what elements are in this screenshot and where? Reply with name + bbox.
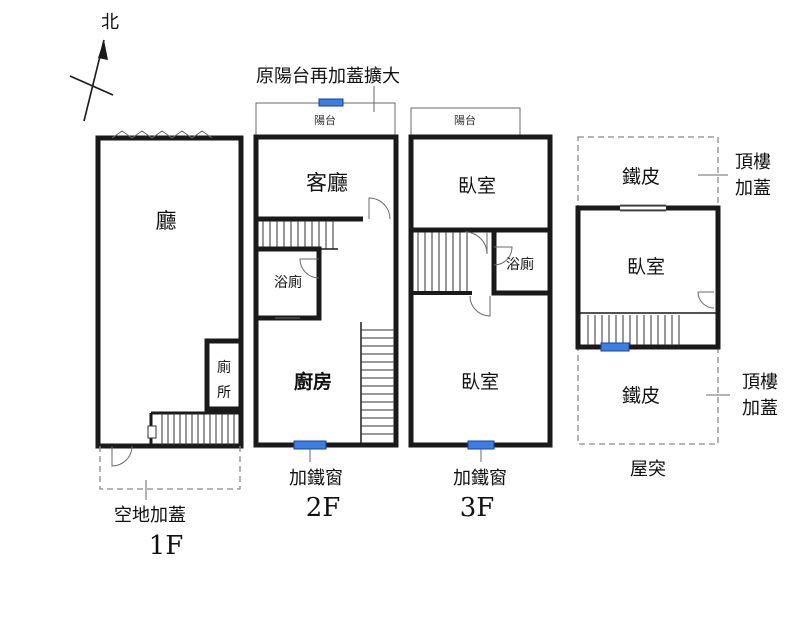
3f-balcony-outline (410, 107, 521, 137)
roof-iron-sheet-south-label: 鐵皮 (622, 385, 660, 407)
1f-hall-label: 廳 (156, 209, 177, 233)
2f-right-staircase (360, 322, 394, 445)
1f-vacant-land-note: 空地加蓋 (114, 505, 186, 526)
1f-floor-label: 1F (149, 531, 184, 561)
2f-kitchen-label: 廚房 (294, 370, 332, 393)
2f-iron-window-note: 加鐵窗 (289, 468, 343, 489)
2f-living-door (368, 197, 391, 220)
2f-upper-staircase (258, 221, 338, 250)
3f-south-bedroom-door (469, 295, 491, 317)
floor-roof: 鐵皮 臥室 鐵皮 頂樓 加蓋 頂樓 加蓋 屋突 (575, 136, 778, 480)
3f-iron-window-note: 加鐵窗 (453, 468, 507, 489)
3f-floor-label: 3F (460, 493, 495, 523)
2f-living-room-label: 客廳 (306, 171, 348, 195)
1f-folding-door (111, 130, 213, 139)
3f-bathroom-label: 浴廁 (506, 256, 534, 273)
roof-window (600, 342, 630, 352)
1f-toilet-label-2: 所 (217, 385, 231, 401)
roof-bedroom-label: 臥室 (627, 256, 665, 278)
floor-1f: 廳 廁 所 空地加蓋 1F (95, 130, 244, 561)
2f-floor-label: 2F (306, 493, 341, 523)
1f-toilet-walls (204, 338, 244, 412)
2f-balcony-window (318, 98, 344, 107)
2f-bathroom-door (299, 258, 320, 279)
2f-bathroom-label: 浴廁 (274, 274, 302, 291)
roof-iron-sheet-north-label: 鐵皮 (622, 166, 660, 188)
rooftop-addition-top-line1: 頂樓 (735, 152, 771, 173)
roof-staircase (587, 315, 680, 345)
north-arrow-icon (69, 39, 114, 122)
1f-vacant-land-area (99, 446, 241, 490)
3f-south-bedroom-label: 臥室 (461, 371, 499, 393)
roof-door (697, 291, 715, 309)
1f-toilet-label-1: 廁 (217, 359, 231, 376)
rooftop-addition-bottom-line2: 加蓋 (742, 398, 778, 419)
2f-balcony-label: 陽台 (314, 113, 336, 127)
1f-staircase (147, 411, 241, 446)
3f-iron-window (467, 440, 495, 450)
2f-iron-window (293, 440, 327, 450)
3f-bathroom-walls (491, 232, 550, 296)
north-label: 北 (101, 12, 119, 33)
3f-bedroom-door (464, 231, 488, 255)
1f-outline (95, 135, 244, 449)
3f-north-bedroom-label: 臥室 (458, 175, 496, 197)
3f-staircase (411, 232, 472, 295)
1f-entry-door (111, 445, 133, 467)
balcony-extension-note: 原陽台再加蓋擴大 (256, 66, 400, 87)
3f-balcony-label: 陽台 (454, 113, 476, 127)
floor-3f: 陽台 臥室 浴廁 臥室 加鐵窗 3F (408, 107, 553, 523)
3f-bathroom-door (493, 246, 513, 266)
roof-floor-label: 屋突 (630, 459, 666, 480)
floor-2f: 陽台 客廳 浴廁 廚房 加鐵窗 2F 原陽台再加蓋擴大 (253, 66, 400, 523)
rooftop-addition-top-line2: 加蓋 (735, 178, 771, 199)
rooftop-addition-bottom-line1: 頂樓 (742, 372, 778, 393)
